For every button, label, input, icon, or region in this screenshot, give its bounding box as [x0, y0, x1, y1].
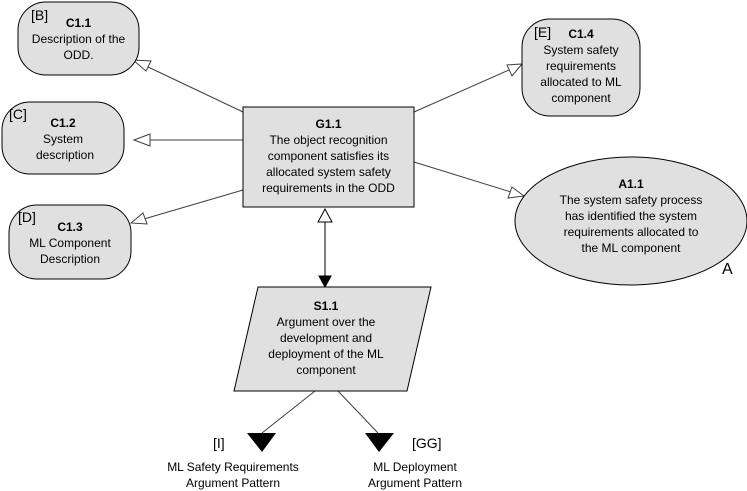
context-c13-text: C1.3 ML Component Description [9, 219, 131, 267]
assumption-id: A1.1 [618, 177, 644, 191]
assumption-marker: A [722, 261, 733, 278]
context-node-c12 [1, 101, 125, 175]
context-c13-description: ML Component Description [29, 236, 111, 266]
goal-id: G1.1 [315, 117, 342, 131]
strategy-id: S1.1 [313, 299, 339, 313]
goal-statement: The object recognition component satisfi… [262, 133, 395, 195]
context-tag-b: [B] [31, 7, 49, 23]
context-tag-c: [C] [9, 106, 27, 122]
hollow-arrowhead-up [317, 207, 333, 223]
connector-g1-c11 [145, 65, 244, 113]
context-c14-id: C1.4 [568, 27, 594, 41]
context-connectors [129, 59, 526, 225]
pattern-label-ml-deployment: ML Deployment Argument Pattern [367, 460, 463, 490]
context-c12-id: C1.2 [50, 116, 76, 130]
context-c14-description: System safety requirements allocated to … [540, 43, 622, 105]
assumption-statement: The system safety process has identified… [559, 193, 703, 255]
arrowhead-c12 [132, 133, 151, 147]
assumption-text: A1.1 The system safety process has ident… [557, 176, 705, 256]
context-node-c14 [521, 18, 641, 117]
assumption-node [514, 156, 747, 286]
context-c12-description: System description [36, 132, 95, 162]
strategy-text: S1.1 Argument over the development and d… [262, 298, 390, 378]
context-c13-id: C1.3 [57, 220, 83, 234]
goal-text: G1.1 The object recognition component sa… [249, 116, 408, 196]
connector-g1-a11 [413, 161, 512, 193]
arrowhead-a11 [507, 186, 526, 199]
context-node-c13 [8, 204, 132, 280]
context-node-c11 [17, 1, 140, 76]
goal-strategy-connector [317, 207, 333, 289]
strategy-node [233, 286, 432, 392]
context-tag-e: [E] [534, 24, 552, 40]
context-tag-d: [D] [18, 209, 36, 225]
context-c12-text: C1.2 System description [2, 115, 124, 163]
solid-arrowhead-down [318, 275, 332, 289]
pattern-label-ml-safety-requirements: ML Safety Requirements Argument Pattern [167, 460, 299, 490]
pattern-tag-i: [I] [213, 435, 225, 451]
context-c11-id: C1.1 [65, 16, 92, 30]
arrowhead-c13 [129, 212, 148, 225]
context-c14-text: C1.4 System safety requirements allocate… [522, 26, 640, 106]
context-c11-description: Description of the ODD. [31, 32, 126, 62]
goal-node [242, 106, 415, 208]
strategy-statement: Argument over the development and deploy… [268, 315, 384, 377]
arrowhead-c14 [506, 63, 524, 77]
connector-g1-c14 [413, 69, 510, 113]
context-c11-text: C1.1 Description of the ODD. [18, 15, 139, 63]
strategy-pattern-connectors [261, 390, 379, 434]
pattern-triangle-ml-deployment [365, 433, 394, 452]
arrowhead-c11 [131, 59, 152, 72]
pattern-tag-gg: [GG] [412, 435, 442, 451]
connector-g1-c13 [143, 189, 244, 220]
pattern-triangle-ml-safety-requirements [247, 433, 276, 452]
